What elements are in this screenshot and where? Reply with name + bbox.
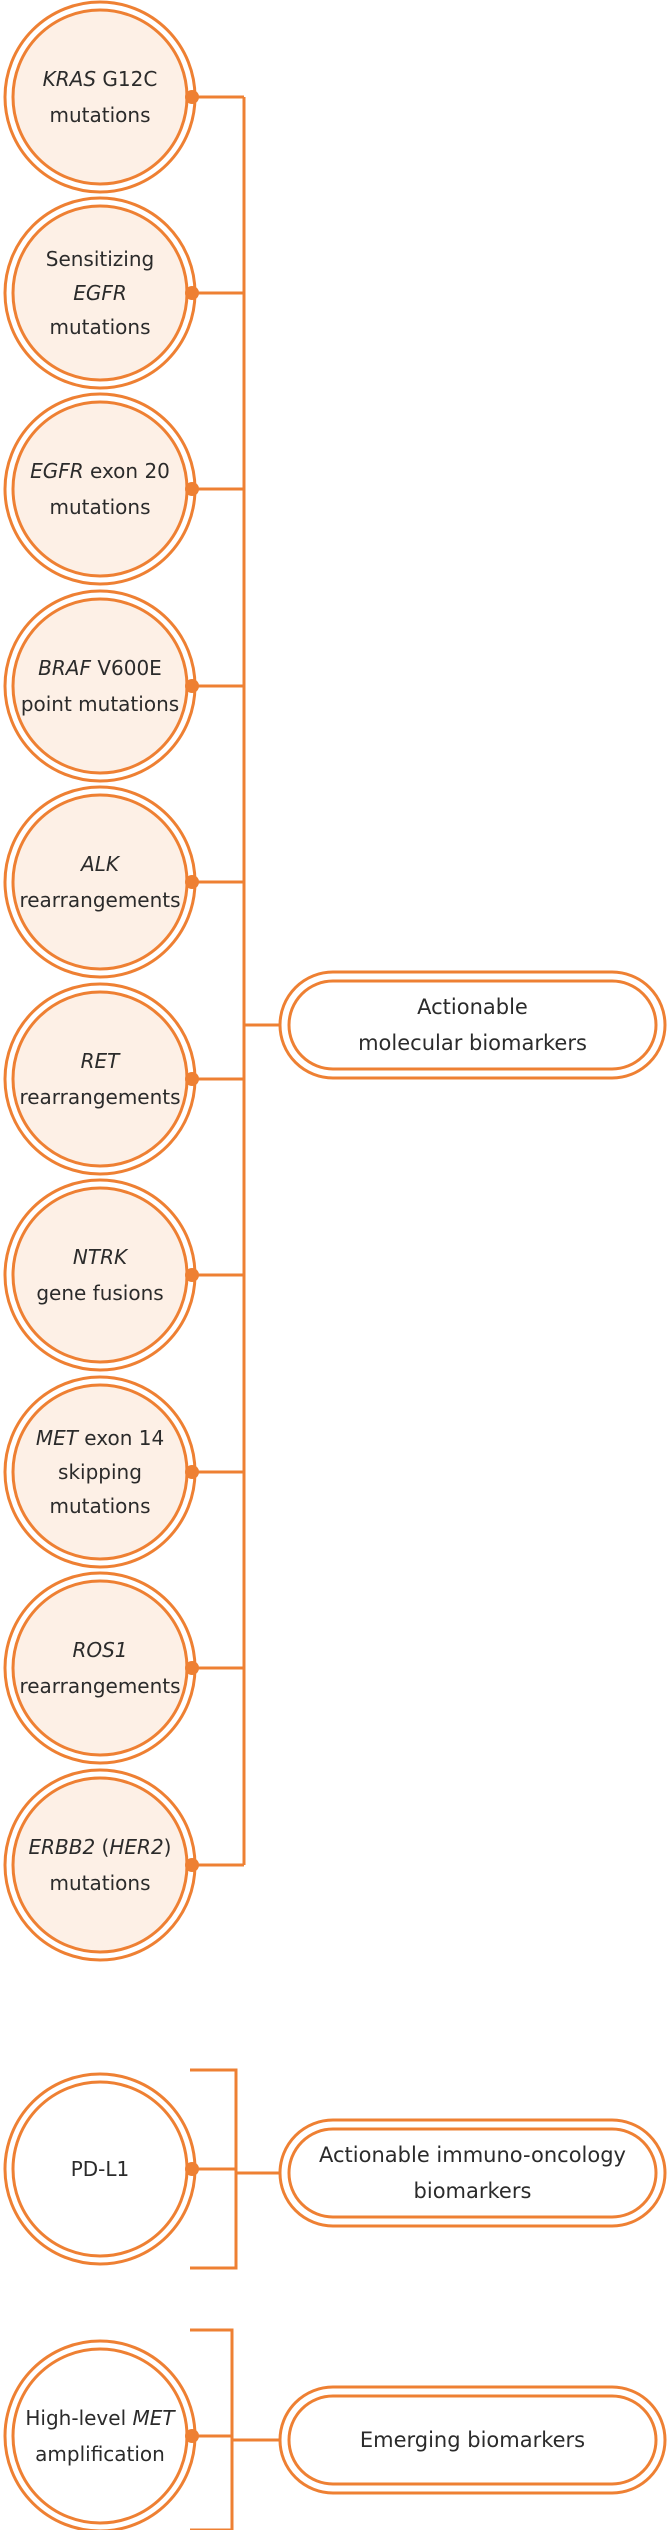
biomarker-circle-inner [11, 1579, 189, 1757]
biomarker-label-text: point mutations [21, 692, 179, 716]
biomarker-label-line: rearrangements [19, 888, 180, 912]
biomarker-label-text: PD-L1 [71, 2157, 130, 2181]
connector-dot [185, 1268, 199, 1282]
category-label-line: biomarkers [414, 2179, 532, 2203]
connector-dot [185, 1465, 199, 1479]
biomarker-label-line: BRAF V600E [38, 656, 162, 680]
biomarker-label-text: HER2 [109, 1835, 163, 1859]
biomarker-label-line: ERBB2 (HER2) [29, 1835, 172, 1859]
biomarker-label-line: mutations [50, 1494, 151, 1518]
connector-dot [185, 679, 199, 693]
immuno-pill-inner [287, 2127, 658, 2219]
connector-dot [185, 1661, 199, 1675]
connector-dot [185, 90, 199, 104]
biomarker-label-line: ROS1 [72, 1638, 127, 1662]
connector-dot [185, 482, 199, 496]
biomarker-label-line: High-level MET [25, 2406, 176, 2430]
biomarker-label-line: point mutations [21, 692, 179, 716]
biomarker-label-text: NTRK [73, 1245, 129, 1269]
category-label-line: Emerging biomarkers [360, 2428, 585, 2452]
biomarker-label-line: skipping [58, 1460, 142, 1484]
biomarker-label-text: ALK [79, 852, 121, 876]
connector-dot [185, 286, 199, 300]
biomarker-label-text: amplification [35, 2442, 165, 2466]
biomarker-circle-inner [11, 793, 189, 971]
biomarker-label-line: ALK [79, 852, 121, 876]
biomarker-label-line: rearrangements [19, 1085, 180, 1109]
biomarker-label-line: EGFR [73, 281, 127, 305]
biomarker-circle-inner [11, 400, 189, 578]
category-label-text: Actionable immuno-oncology [319, 2143, 626, 2167]
connector-dot [185, 2162, 199, 2176]
biomarker-circle-inner [11, 2347, 189, 2525]
category-label-line: Actionable immuno-oncology [319, 2143, 626, 2167]
biomarker-label-text: mutations [50, 495, 151, 519]
biomarker-label-text: Sensitizing [46, 247, 154, 271]
biomarker-label-text: exon 20 [84, 459, 170, 483]
category-label-line: Actionable [417, 995, 528, 1019]
category-label-text: Emerging biomarkers [360, 2428, 585, 2452]
biomarker-circle-inner [11, 1186, 189, 1364]
biomarker-label-text: RET [81, 1049, 122, 1073]
biomarker-label-text: BRAF [38, 656, 91, 680]
biomarker-label-text: KRAS [43, 67, 97, 91]
biomarker-label-text: mutations [50, 1494, 151, 1518]
category-label-text: biomarkers [414, 2179, 532, 2203]
biomarker-label-line: rearrangements [19, 1674, 180, 1698]
category-label-line: molecular biomarkers [358, 1031, 587, 1055]
biomarker-label-text: EGFR [73, 281, 127, 305]
biomarker-label-text: rearrangements [19, 888, 180, 912]
biomarker-label-line: mutations [50, 495, 151, 519]
biomarker-label-text: rearrangements [19, 1085, 180, 1109]
category-label-text: Actionable [417, 995, 528, 1019]
molecular-pill-inner [287, 979, 658, 1071]
biomarker-circle-inner [11, 597, 189, 775]
biomarker-label-text: ROS1 [72, 1638, 127, 1662]
biomarker-label-text: rearrangements [19, 1674, 180, 1698]
biomarker-label-line: amplification [35, 2442, 165, 2466]
biomarker-label-line: mutations [50, 315, 151, 339]
biomarker-label-text: mutations [50, 1871, 151, 1895]
connector-dot [185, 2429, 199, 2443]
biomarker-label-text: MET [36, 1426, 80, 1450]
biomarker-label-text: gene fusions [36, 1281, 163, 1305]
biomarker-label-text: High-level [25, 2406, 132, 2430]
biomarker-label-text: V600E [91, 656, 162, 680]
biomarker-label-line: EGFR exon 20 [30, 459, 170, 483]
category-label-text: molecular biomarkers [358, 1031, 587, 1055]
biomarker-label-line: gene fusions [36, 1281, 163, 1305]
biomarker-label-text: ) [164, 1835, 172, 1859]
biomarker-label-line: RET [81, 1049, 122, 1073]
biomarker-label-line: PD-L1 [71, 2157, 130, 2181]
biomarker-label-text: MET [133, 2406, 177, 2430]
biomarker-label-text: exon 14 [78, 1426, 164, 1450]
biomarker-label-text: ERBB2 [29, 1835, 96, 1859]
biomarker-circle-inner [11, 1776, 189, 1954]
biomarker-label-text: mutations [50, 103, 151, 127]
connector-dot [185, 1858, 199, 1872]
biomarker-circle-inner [11, 990, 189, 1168]
biomarker-circle-inner [11, 8, 189, 186]
connector-dot [185, 875, 199, 889]
biomarker-label-line: Sensitizing [46, 247, 154, 271]
biomarker-label-text: EGFR [30, 459, 84, 483]
biomarker-label-line: NTRK [73, 1245, 129, 1269]
biomarker-label-text: mutations [50, 315, 151, 339]
connector-dot [185, 1072, 199, 1086]
biomarker-label-text: ( [95, 1835, 109, 1859]
emerging-pill-inner [287, 2394, 658, 2486]
biomarker-label-line: MET exon 14 [36, 1426, 164, 1450]
biomarker-label-line: mutations [50, 103, 151, 127]
biomarker-label-text: G12C [96, 67, 157, 91]
biomarker-label-line: KRAS G12C [43, 67, 158, 91]
biomarker-label-text: skipping [58, 1460, 142, 1484]
biomarker-label-line: mutations [50, 1871, 151, 1895]
